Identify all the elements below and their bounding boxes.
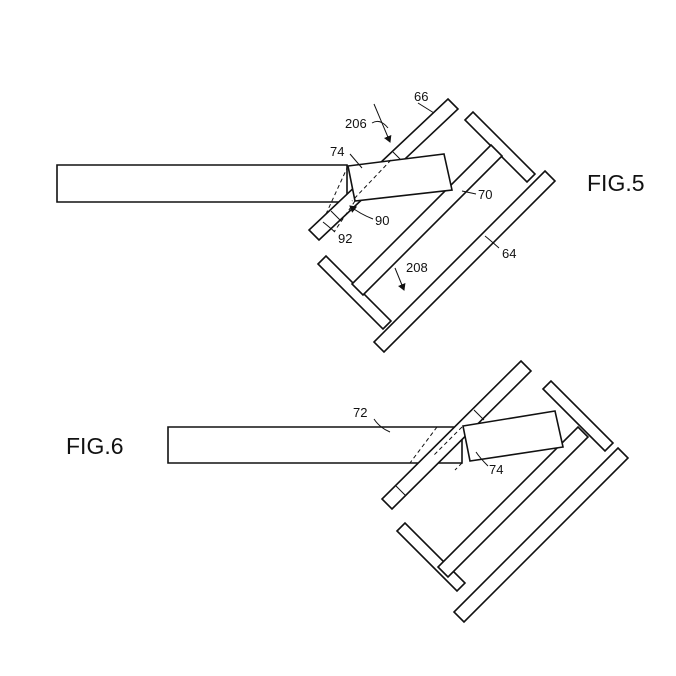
figure-5: 206 66 74 70 90 92 208 64 FIG.5 bbox=[56, 89, 645, 354]
figure-6: 72 74 FIG.6 bbox=[66, 359, 630, 624]
block-74-hidden-edge-a bbox=[325, 165, 349, 215]
figure-5-label: FIG.5 bbox=[587, 170, 645, 196]
member-fig6-segment-line-b bbox=[395, 485, 407, 497]
ref-72: 72 bbox=[353, 405, 367, 420]
leader-64 bbox=[484, 235, 500, 249]
leader-206 bbox=[371, 120, 389, 129]
tilted-member-fig6 bbox=[380, 359, 533, 511]
block-74-hidden-edge-c bbox=[351, 159, 392, 202]
long-bar bbox=[56, 164, 348, 203]
ref-208: 208 bbox=[406, 260, 428, 275]
block-74-fig6 bbox=[462, 410, 564, 462]
frame-fig6-upper-arm bbox=[541, 379, 615, 453]
leader-74-fig6 bbox=[475, 451, 489, 467]
ref-90: 90 bbox=[375, 213, 389, 228]
ref-64: 64 bbox=[502, 246, 516, 261]
frame-fig6-base-plate bbox=[452, 446, 630, 624]
ref-92: 92 bbox=[338, 231, 352, 246]
member-fig6-segment-line-a bbox=[473, 409, 485, 421]
leader-72 bbox=[373, 418, 391, 433]
inner-member-70 bbox=[350, 143, 504, 297]
block-74-hidden-edge-b bbox=[333, 200, 356, 233]
bar-72-hidden-edge-b bbox=[409, 426, 438, 464]
leader-90 bbox=[349, 205, 374, 220]
leader-74-fig5 bbox=[349, 153, 363, 169]
leader-66 bbox=[417, 102, 435, 114]
leader-70 bbox=[461, 190, 477, 195]
bar-72-hidden-edge-c bbox=[454, 462, 463, 471]
ref-70: 70 bbox=[478, 187, 492, 202]
frame-64 bbox=[316, 110, 557, 354]
ref-66: 66 bbox=[414, 89, 428, 104]
frame-64-lower-arm bbox=[316, 254, 393, 331]
member-66-segment-line-b bbox=[330, 210, 342, 222]
long-bar-72 bbox=[167, 426, 463, 464]
frame-64-base-plate bbox=[372, 169, 557, 354]
inner-member-fig6 bbox=[436, 425, 590, 579]
ref-206: 206 bbox=[345, 116, 367, 131]
leader-92 bbox=[322, 221, 336, 233]
ref-74-fig5: 74 bbox=[330, 144, 344, 159]
figure-6-label: FIG.6 bbox=[66, 433, 124, 459]
arrow-208 bbox=[394, 267, 406, 291]
frame-fig6 bbox=[395, 379, 630, 624]
block-74 bbox=[347, 153, 453, 202]
frame-64-upper-arm bbox=[463, 110, 537, 184]
ref-74-fig6: 74 bbox=[489, 462, 503, 477]
